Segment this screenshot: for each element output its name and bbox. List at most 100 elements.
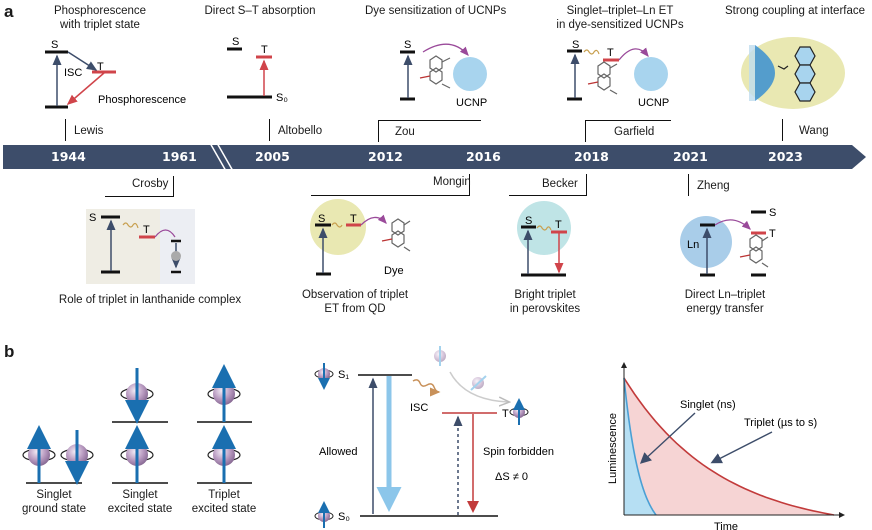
decay-plot: Singlet (ns) Triplet (µs to s) Time Lumi… xyxy=(607,362,845,530)
author-lewis: Lewis xyxy=(74,125,104,137)
author-wang: Wang xyxy=(799,125,829,137)
level-s0: S₀ xyxy=(276,92,288,104)
spin-states xyxy=(22,364,252,485)
x-axis-label: Time xyxy=(714,521,738,530)
wavy-arrow-icon xyxy=(122,222,139,229)
year-2023: 2023 xyxy=(768,149,803,164)
dye-molecule-icon xyxy=(587,61,618,95)
spin-up-icon xyxy=(207,364,241,422)
diagram-zheng: Ln S T xyxy=(680,207,776,277)
year-1961: 1961 xyxy=(162,149,197,164)
timeline-break-icon xyxy=(209,143,227,171)
isc-wavy-arrow-icon xyxy=(412,379,441,397)
spin-down-icon xyxy=(314,363,334,390)
diagram-mongin: S T Dye xyxy=(310,199,411,277)
year-1944: 1944 xyxy=(51,149,86,164)
year-2021: 2021 xyxy=(673,149,708,164)
author-garfield: Garfield xyxy=(614,126,655,138)
caption-singlet-excited: Singlet excited state xyxy=(107,489,173,515)
allowed-label: Allowed xyxy=(319,446,358,458)
caption-crosby: Role of triplet in lanthanide complex xyxy=(58,294,242,306)
level-s: S xyxy=(525,215,532,227)
lanthanide-icon xyxy=(680,216,732,268)
spin-flip-icon xyxy=(434,346,487,391)
triplet-curve xyxy=(623,377,835,516)
anthracene-icon xyxy=(794,46,816,102)
year-2018: 2018 xyxy=(574,149,609,164)
spin-up-icon xyxy=(314,501,334,528)
phosphorescence-label: Phosphorescence xyxy=(98,94,186,106)
ucnp-label: UCNP xyxy=(456,97,487,109)
t-label: T xyxy=(502,408,509,420)
panel-b-label: b xyxy=(4,342,15,361)
year-2016: 2016 xyxy=(466,149,501,164)
level-s: S xyxy=(232,36,239,48)
diagram-becker: S T xyxy=(517,201,571,277)
level-t: T xyxy=(607,47,614,59)
bracket-mongin xyxy=(311,174,470,196)
level-s: S xyxy=(769,207,776,219)
ucnp-label: UCNP xyxy=(638,97,669,109)
diagram-wang xyxy=(741,37,845,109)
bracket-zou xyxy=(378,120,481,142)
level-t: T xyxy=(769,228,776,240)
panel-a-label: a xyxy=(4,2,14,21)
event-title-zou: Dye sensitization of UCNPs xyxy=(365,5,507,17)
spin-flip-arrow-icon xyxy=(449,371,508,402)
author-becker: Becker xyxy=(542,178,578,190)
spin-up-icon xyxy=(22,425,56,483)
year-2005: 2005 xyxy=(255,149,290,164)
author-zou: Zou xyxy=(395,126,415,138)
spin-down-icon xyxy=(120,368,154,424)
singlet-area xyxy=(624,378,656,515)
caption-singlet-ground: Singlet ground state xyxy=(22,489,86,515)
timeline-bar xyxy=(3,143,866,171)
dye-label: Dye xyxy=(384,265,404,277)
level-t: T xyxy=(97,61,104,73)
jablonski-diagram: S₁ S₀ T ISC Allowed Spin forbidden ΔS ≠ … xyxy=(314,346,554,528)
caption-zheng: Direct Ln–triplet energy transfer xyxy=(684,289,766,315)
level-s: S xyxy=(89,212,96,224)
ucnp-icon xyxy=(634,57,668,91)
tick-zheng xyxy=(688,174,689,196)
tick-altobello xyxy=(269,119,270,141)
quantum-dot-icon xyxy=(310,199,366,255)
nanocrystal-icon xyxy=(749,45,775,101)
level-s: S xyxy=(572,39,579,51)
event-title-garfield: Singlet–triplet–Ln ET in dye-sensitized … xyxy=(556,5,684,31)
tick-lewis xyxy=(65,119,66,141)
level-s: S xyxy=(404,39,411,51)
event-title-lewis: Phosphorescence with triplet state xyxy=(53,5,147,31)
s1-label: S₁ xyxy=(338,369,349,381)
spin-down-icon xyxy=(60,430,94,485)
ln-label: Ln xyxy=(687,239,699,251)
caption-mongin: Observation of triplet ET from QD xyxy=(301,289,409,315)
author-crosby: Crosby xyxy=(132,178,169,190)
author-zheng: Zheng xyxy=(697,180,730,192)
level-s: S xyxy=(318,213,325,225)
s0-label: S₀ xyxy=(338,511,350,523)
tick-wang xyxy=(782,119,783,141)
singlet-pointer xyxy=(639,412,696,464)
event-title-altobello: Direct S–T absorption xyxy=(204,5,316,17)
diagram-garfield: S T UCNP xyxy=(567,39,669,109)
top-diagrams: S T ISC Phosphorescence S T S₀ S UCNP xyxy=(45,36,845,109)
singlet-label: Singlet (ns) xyxy=(680,399,736,411)
triplet-area xyxy=(624,378,834,515)
level-s: S xyxy=(51,39,58,51)
triplet-pointer xyxy=(710,431,773,464)
diagram-crosby: S T xyxy=(86,209,195,284)
diagram-lewis: S T ISC Phosphorescence xyxy=(45,39,186,109)
diagram-zou: S UCNP xyxy=(400,39,487,109)
triplet-label: Triplet (µs to s) xyxy=(744,417,817,429)
author-mongin: Mongin xyxy=(433,176,471,188)
dye-molecule-icon xyxy=(419,55,451,89)
singlet-curve xyxy=(623,377,657,516)
ion-sphere-icon xyxy=(171,251,181,261)
year-2012: 2012 xyxy=(368,149,403,164)
level-t: T xyxy=(555,219,562,231)
author-altobello: Altobello xyxy=(278,125,323,137)
bracket-becker xyxy=(509,174,587,196)
level-t: T xyxy=(261,44,268,56)
bracket-garfield xyxy=(585,120,671,142)
